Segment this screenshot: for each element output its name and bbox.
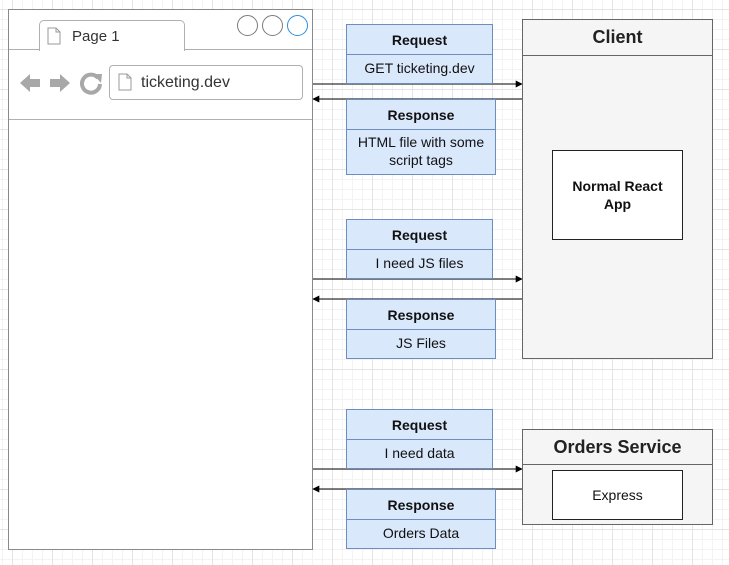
request-body: I need data: [384, 445, 455, 461]
response-body: JS Files: [396, 335, 446, 351]
reload-icon[interactable]: [79, 71, 103, 95]
request-box-3: Request I need data: [346, 409, 493, 469]
browser-tab[interactable]: Page 1: [39, 20, 185, 51]
request-title: Request: [347, 220, 492, 250]
forward-arrow-icon[interactable]: [49, 71, 71, 95]
page-icon: [47, 27, 61, 45]
express-label: Express: [592, 487, 643, 503]
request-body: I need JS files: [375, 255, 464, 271]
orders-service-container: Orders Service Express: [522, 429, 713, 525]
response-box-1: Response HTML file with some script tags: [346, 99, 496, 175]
browser-window: Page 1 ticketing.dev: [8, 9, 313, 550]
window-button-1[interactable]: [237, 15, 258, 36]
request-box-2: Request I need JS files: [346, 219, 493, 279]
window-button-3[interactable]: [287, 15, 308, 36]
react-app-box: Normal React App: [552, 150, 683, 240]
client-title: Client: [523, 20, 712, 56]
tab-strip: Page 1: [9, 10, 312, 51]
response-box-2: Response JS Files: [346, 299, 496, 359]
response-title: Response: [347, 300, 495, 330]
back-arrow-icon[interactable]: [19, 71, 41, 95]
request-body: GET ticketing.dev: [364, 60, 475, 76]
response-title: Response: [347, 100, 495, 130]
page-icon: [118, 73, 132, 91]
express-box: Express: [552, 470, 683, 520]
request-title: Request: [347, 25, 492, 55]
response-box-3: Response Orders Data: [346, 489, 496, 549]
address-bar[interactable]: ticketing.dev: [109, 65, 303, 100]
response-body: HTML file with some script tags: [357, 134, 485, 168]
browser-chrome: Page 1 ticketing.dev: [9, 10, 312, 120]
window-button-2[interactable]: [262, 15, 283, 36]
request-title: Request: [347, 410, 492, 440]
response-title: Response: [347, 490, 495, 520]
client-container: Client Normal React App: [522, 19, 713, 359]
tab-label: Page 1: [72, 28, 120, 45]
address-bar-url: ticketing.dev: [141, 74, 230, 91]
react-app-label: Normal React App: [572, 178, 663, 212]
orders-service-title: Orders Service: [523, 430, 712, 465]
response-body: Orders Data: [382, 525, 460, 541]
request-box-1: Request GET ticketing.dev: [346, 24, 493, 84]
